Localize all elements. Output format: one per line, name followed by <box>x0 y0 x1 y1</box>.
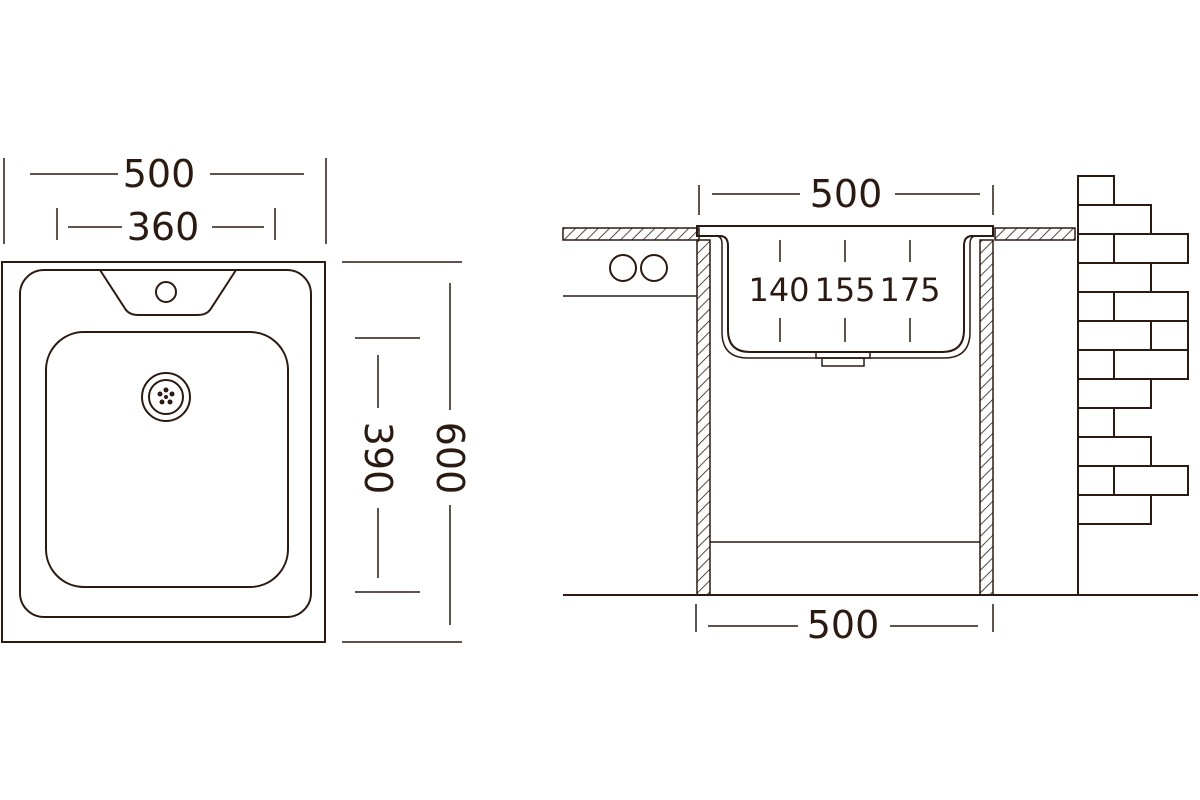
pipe-1-icon <box>609 254 637 282</box>
dim-bottom-width: 500 <box>695 603 994 647</box>
label-overall-width: 500 <box>123 152 196 196</box>
drain-outlet <box>821 357 865 367</box>
label-depth-2: 155 <box>814 271 875 309</box>
countertop-left <box>562 227 700 241</box>
sink-rim <box>19 269 312 618</box>
sink-profile <box>696 225 994 353</box>
label-bowl-length: 390 <box>356 422 400 495</box>
label-bottom-width: 500 <box>807 603 880 647</box>
dim-bowl-width: 360 <box>56 205 276 249</box>
cabinet-wall-left <box>696 239 711 596</box>
dim-overall-length: 600 <box>342 261 472 643</box>
label-depth-3: 175 <box>879 271 940 309</box>
label-overall-length: 600 <box>428 422 472 495</box>
sink-outer-edge <box>1 261 326 643</box>
label-top-width: 500 <box>810 172 883 216</box>
dim-overall-width: 500 <box>3 152 327 244</box>
label-bowl-width: 360 <box>127 205 200 249</box>
pipe-2-icon <box>640 254 668 282</box>
sink-bowl <box>45 331 289 588</box>
faucet-hole <box>155 281 177 303</box>
drain-icon <box>141 372 191 422</box>
countertop-right <box>994 227 1076 241</box>
top-view: 500 360 <box>1 152 472 643</box>
dim-top-width: 500 <box>698 172 994 216</box>
label-depth-1: 140 <box>748 271 809 309</box>
faucet-deck <box>99 269 237 316</box>
brick-wall <box>1077 175 1189 595</box>
dim-bowl-length: 390 <box>355 337 420 593</box>
side-view: 500 140 155 175 <box>562 172 1198 647</box>
cabinet-wall-right <box>979 239 994 596</box>
